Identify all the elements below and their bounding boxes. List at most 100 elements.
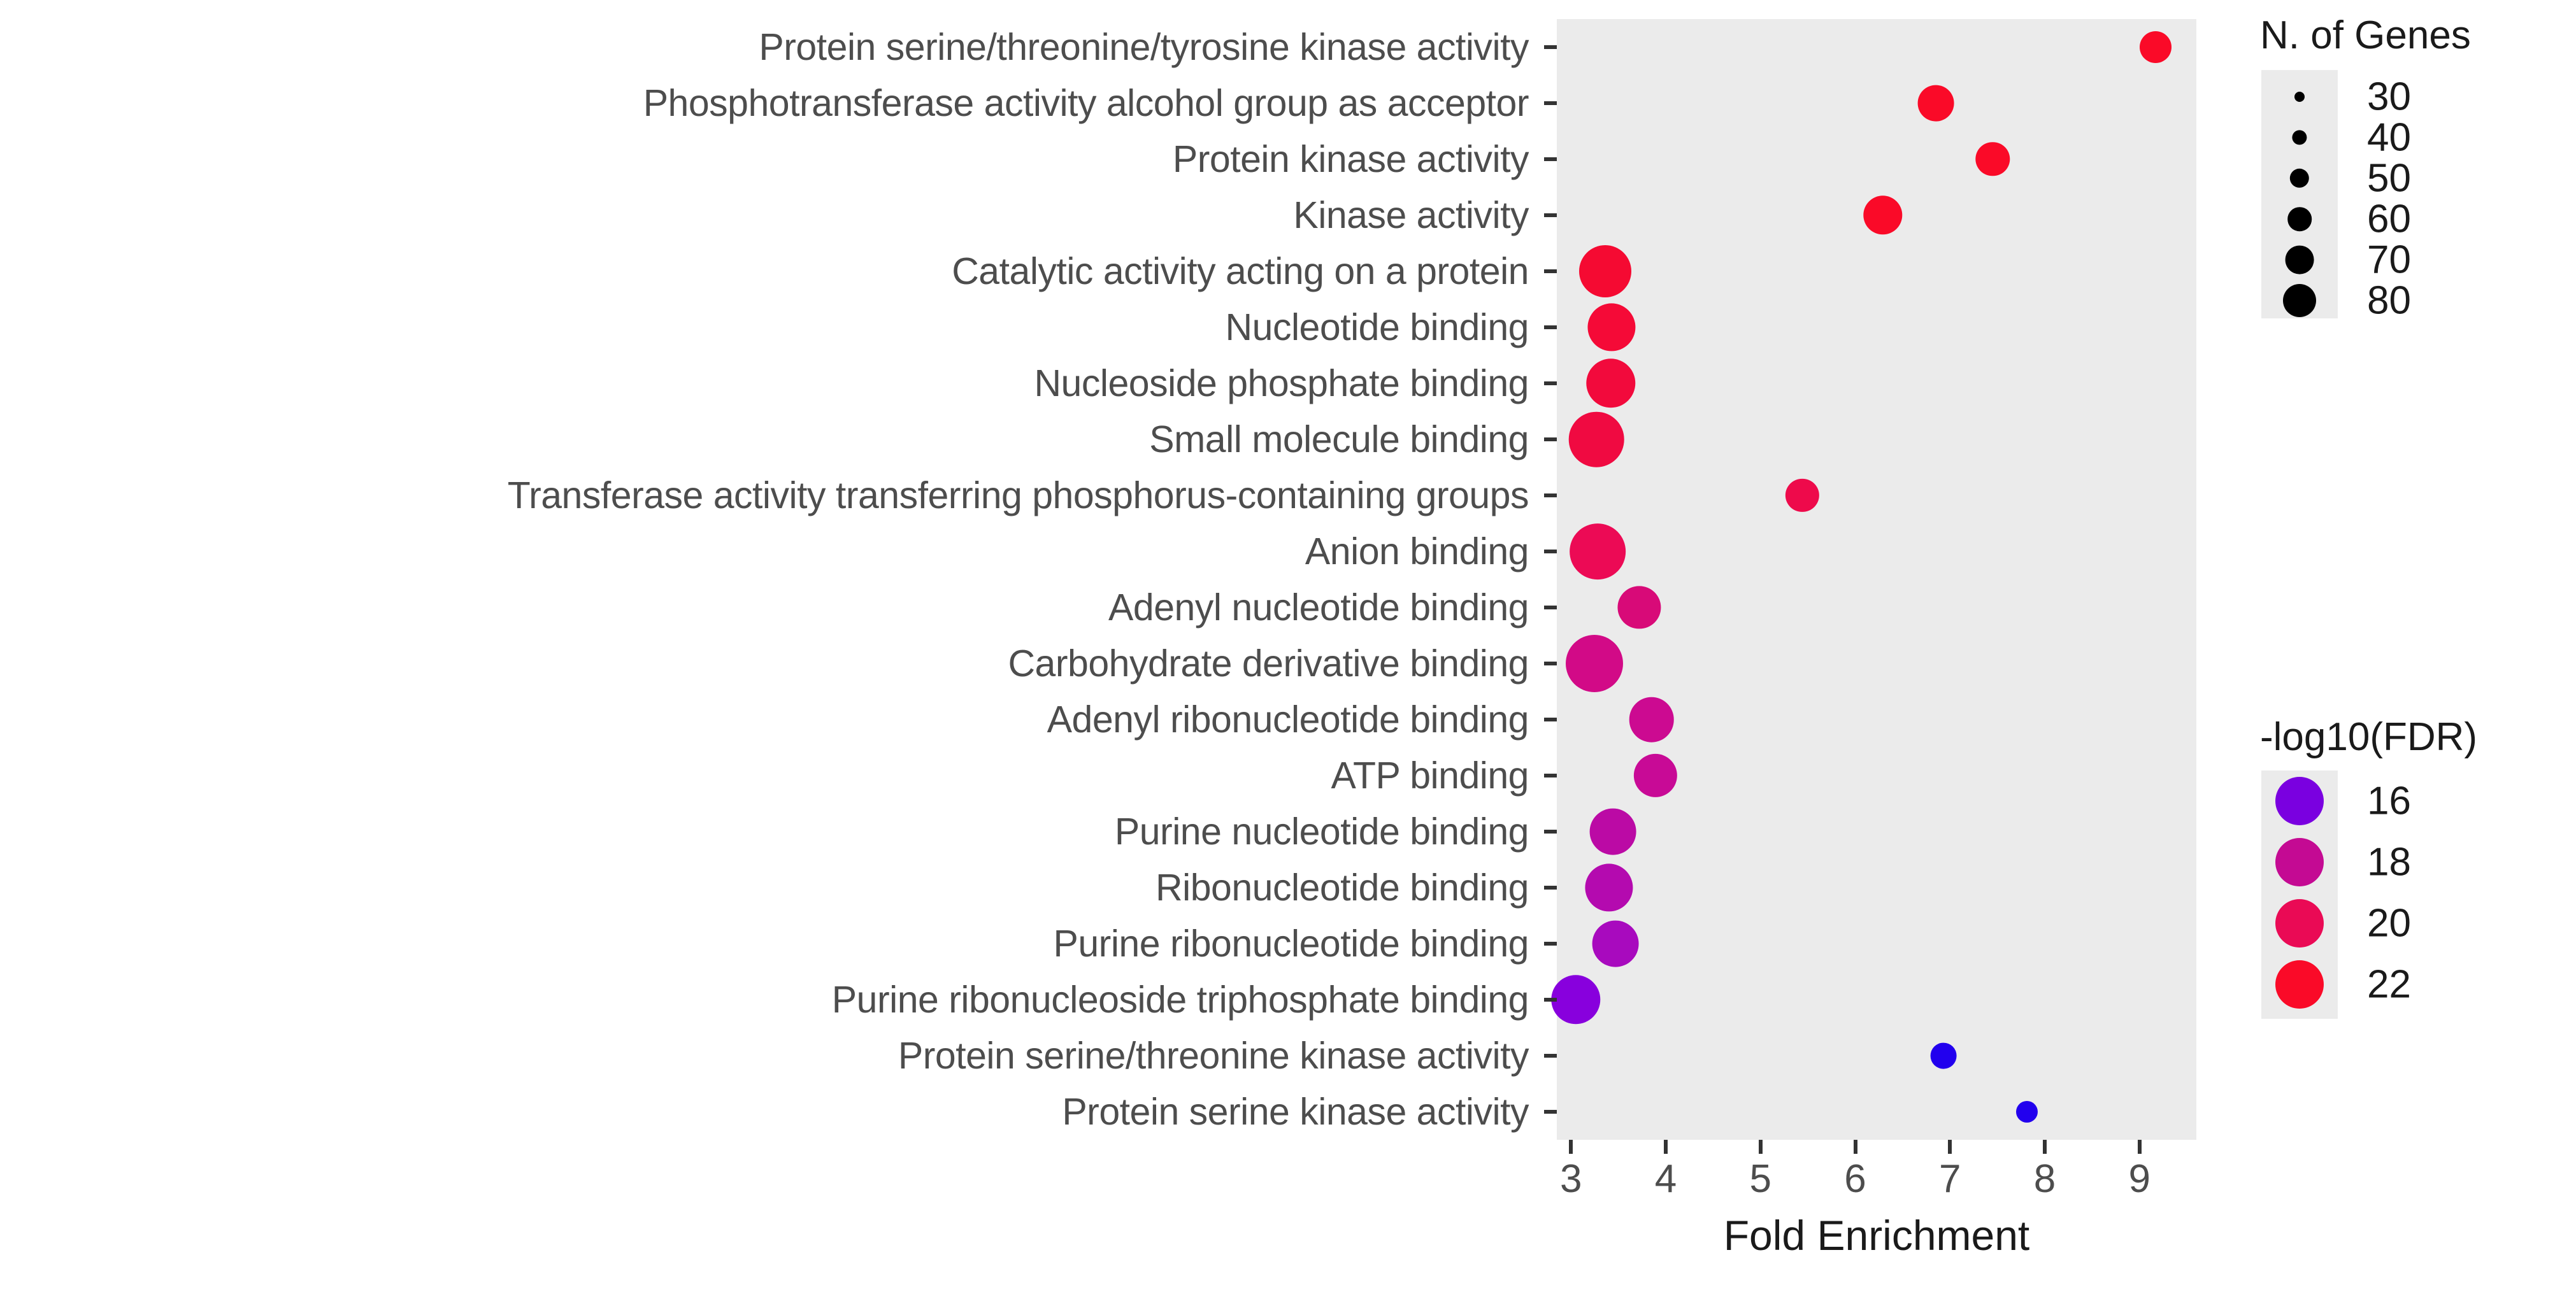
x-axis-tick [2043,1140,2047,1154]
y-axis-labels: Protein serine/threonine/tyrosine kinase… [0,19,1529,1140]
data-point [1585,863,1633,912]
data-point [1617,586,1661,629]
x-axis-tick-label: 5 [1749,1157,1772,1201]
x-axis-tick-label: 6 [1844,1157,1866,1201]
data-point [1975,142,2010,176]
y-axis-tick [1544,213,1557,217]
data-point [1578,245,1631,297]
y-axis-tick [1544,662,1557,665]
y-axis-label: Kinase activity [1293,194,1529,236]
data-point [1629,697,1675,742]
data-point [1566,635,1624,692]
size-legend-label: 70 [2367,238,2411,282]
size-legend-label: 40 [2367,115,2411,160]
y-axis-tick [1544,325,1557,329]
size-legend-label: 50 [2367,156,2411,201]
y-axis-tick [1544,157,1557,161]
size-legend-label: 80 [2367,278,2411,323]
x-axis-tick-label: 9 [2128,1157,2150,1201]
x-axis-tick [1853,1140,1857,1154]
data-point [1570,523,1626,579]
data-point [1587,303,1636,351]
y-axis-tick [1544,101,1557,105]
plot-panel [1551,19,2196,1140]
size-legend-key [2294,92,2305,102]
y-axis-tick [1544,437,1557,441]
color-legend-title: -log10(FDR) [2260,715,2478,759]
y-axis-tick [1544,493,1557,497]
color-legend-label: 22 [2367,962,2411,1007]
size-legend-keybox [2261,70,2338,318]
y-axis-tick [1544,1054,1557,1058]
y-axis-label: Purine ribonucleoside triphosphate bindi… [831,979,1529,1021]
x-axis-tick-label: 8 [2033,1157,2056,1201]
y-axis-tick [1544,381,1557,385]
size-legend-title: N. of Genes [2260,13,2471,57]
color-legend-key [2275,899,2324,948]
size-legend-key [2285,245,2314,274]
x-axis-tick-label: 4 [1654,1157,1677,1201]
data-point [1785,478,1819,513]
y-axis-tick [1544,774,1557,777]
data-point [1592,920,1639,967]
x-axis-tick [1948,1140,1952,1154]
x-axis-tick [1664,1140,1668,1154]
y-axis-label: Transferase activity transferring phosph… [507,474,1529,516]
size-legend-key [2287,207,2312,231]
data-point [1633,753,1677,798]
y-axis-tick [1544,1110,1557,1114]
y-axis-tick [1544,886,1557,890]
y-axis-label: Protein kinase activity [1172,138,1529,180]
y-axis-label: Ribonucleotide binding [1155,867,1529,909]
size-legend-key [2292,130,2307,145]
y-axis-label: ATP binding [1331,755,1529,797]
x-axis-tick-label: 3 [1560,1157,1582,1201]
y-axis-label: Protein serine kinase activity [1062,1091,1529,1133]
y-axis-tick [1544,942,1557,946]
y-axis-label: Carbohydrate derivative binding [1008,642,1529,685]
color-legend-label: 20 [2367,901,2411,946]
y-axis-label: Nucleoside phosphate binding [1034,362,1529,404]
y-axis-label: Anion binding [1305,530,1529,572]
x-axis-tick [1758,1140,1763,1154]
y-axis-label: Protein serine/threonine kinase activity [898,1035,1529,1077]
data-point [1551,975,1601,1025]
y-axis-label: Protein serine/threonine/tyrosine kinase… [759,26,1529,68]
data-point [1930,1042,1957,1069]
y-axis-label: Phosphotransferase activity alcohol grou… [643,82,1529,124]
data-point [1569,411,1624,467]
y-axis-tick [1544,718,1557,721]
y-axis-label: Catalytic activity acting on a protein [952,250,1529,292]
x-axis-tick-label: 7 [1939,1157,1961,1201]
color-legend-key [2275,838,2324,886]
y-axis-label: Nucleotide binding [1225,306,1529,348]
size-legend-key [2289,168,2310,188]
y-axis-label: Adenyl nucleotide binding [1108,586,1529,628]
y-axis-tick [1544,606,1557,609]
data-point [1917,85,1954,122]
y-axis-label: Adenyl ribonucleotide binding [1047,699,1529,741]
color-legend-label: 16 [2367,779,2411,823]
y-axis-label: Purine nucleotide binding [1114,811,1529,853]
data-point [2015,1101,2038,1123]
data-point [1863,195,1903,235]
y-axis-tick [1544,45,1557,49]
size-legend-label: 60 [2367,197,2411,241]
color-legend-label: 18 [2367,840,2411,884]
y-axis-tick [1544,269,1557,273]
size-legend-key [2283,284,2316,317]
y-axis-label: Small molecule binding [1149,418,1529,460]
color-legend-key [2275,777,2324,825]
data-point [1589,808,1636,855]
y-axis-tick [1544,998,1557,1002]
x-axis-tick [2137,1140,2142,1154]
size-legend-label: 30 [2367,75,2411,119]
y-axis-label: Purine ribonucleotide binding [1053,923,1529,965]
y-axis-tick [1544,550,1557,553]
x-axis-tick [1569,1140,1573,1154]
data-point [2140,31,2172,63]
color-legend-key [2275,960,2324,1009]
y-axis-tick [1544,830,1557,834]
